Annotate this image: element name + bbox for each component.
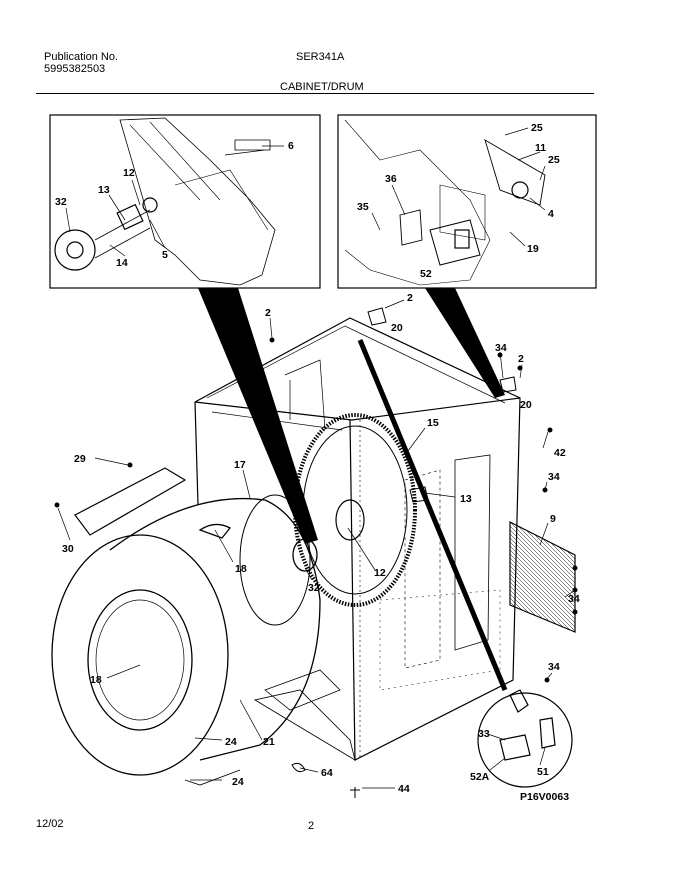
inset-right [337,114,597,289]
callout-36: 36 [385,173,397,185]
vent-screen [509,521,576,633]
model-number: SER341A [296,51,345,63]
callout-24: 24 [225,736,237,748]
figure-code: P16V0063 [520,791,569,803]
callout-14: 14 [116,257,128,269]
callout-34: 34 [495,342,507,354]
callout-15: 15 [427,417,439,429]
callout-42: 42 [554,447,566,459]
callout-30: 30 [62,543,74,555]
callout-34d: 34 [548,661,560,673]
inset-leader-right [425,288,505,398]
header-rule [36,93,594,94]
callout-21: 21 [263,736,275,748]
detail-circle [477,689,573,788]
callout-17: 17 [234,459,246,471]
drum-glide [74,467,187,536]
callout-52: 52 [420,268,432,280]
drum-rear [293,413,417,607]
callout-52A: 52A [470,771,490,783]
callout-51: 51 [537,766,549,778]
callout-2: 2 [407,292,413,304]
section-title: CABINET/DRUM [280,81,364,93]
small-parts [54,307,578,798]
callout-32b: 32 [308,582,320,594]
callout-25b: 25 [548,154,560,166]
inset-left [49,114,321,289]
callout-64: 64 [321,767,333,779]
callout-13b: 13 [460,493,472,505]
callout-20: 20 [391,322,403,334]
callout-9: 9 [550,513,556,525]
base [253,689,356,761]
publication-number: 5995382503 [44,63,106,75]
callout-2c: 2 [518,353,524,365]
callout-34b: 34 [548,471,560,483]
drum [51,494,321,786]
callout-5: 5 [162,249,168,261]
callout-labels: 6 12 13 32 14 5 25 11 25 36 35 4 19 52 2… [55,122,580,803]
callout-24b: 24 [232,776,244,788]
callout-12b: 12 [374,567,386,579]
callout-11: 11 [535,142,546,154]
page-number: 2 [308,820,315,832]
drive-belt [357,339,508,691]
callout-20b: 20 [520,399,532,411]
callout-4: 4 [548,208,554,220]
footer-date: 12/02 [36,818,64,830]
leader-lines [57,127,576,789]
callout-19: 19 [527,243,539,255]
callout-18b: 18 [90,674,102,686]
callout-18: 18 [235,563,247,575]
callout-32: 32 [55,196,67,208]
callout-12: 12 [123,167,135,179]
callout-33: 33 [478,728,490,740]
callout-13: 13 [98,184,110,196]
callout-6: 6 [288,140,294,152]
callout-35: 35 [357,201,369,213]
callout-34c: 34 [568,593,580,605]
callout-29: 29 [74,453,86,465]
callout-25: 25 [531,122,543,134]
publication-label: Publication No. [44,51,118,63]
callout-2b: 2 [265,307,271,319]
callout-44: 44 [398,783,410,795]
inset-leader-left [198,288,318,544]
